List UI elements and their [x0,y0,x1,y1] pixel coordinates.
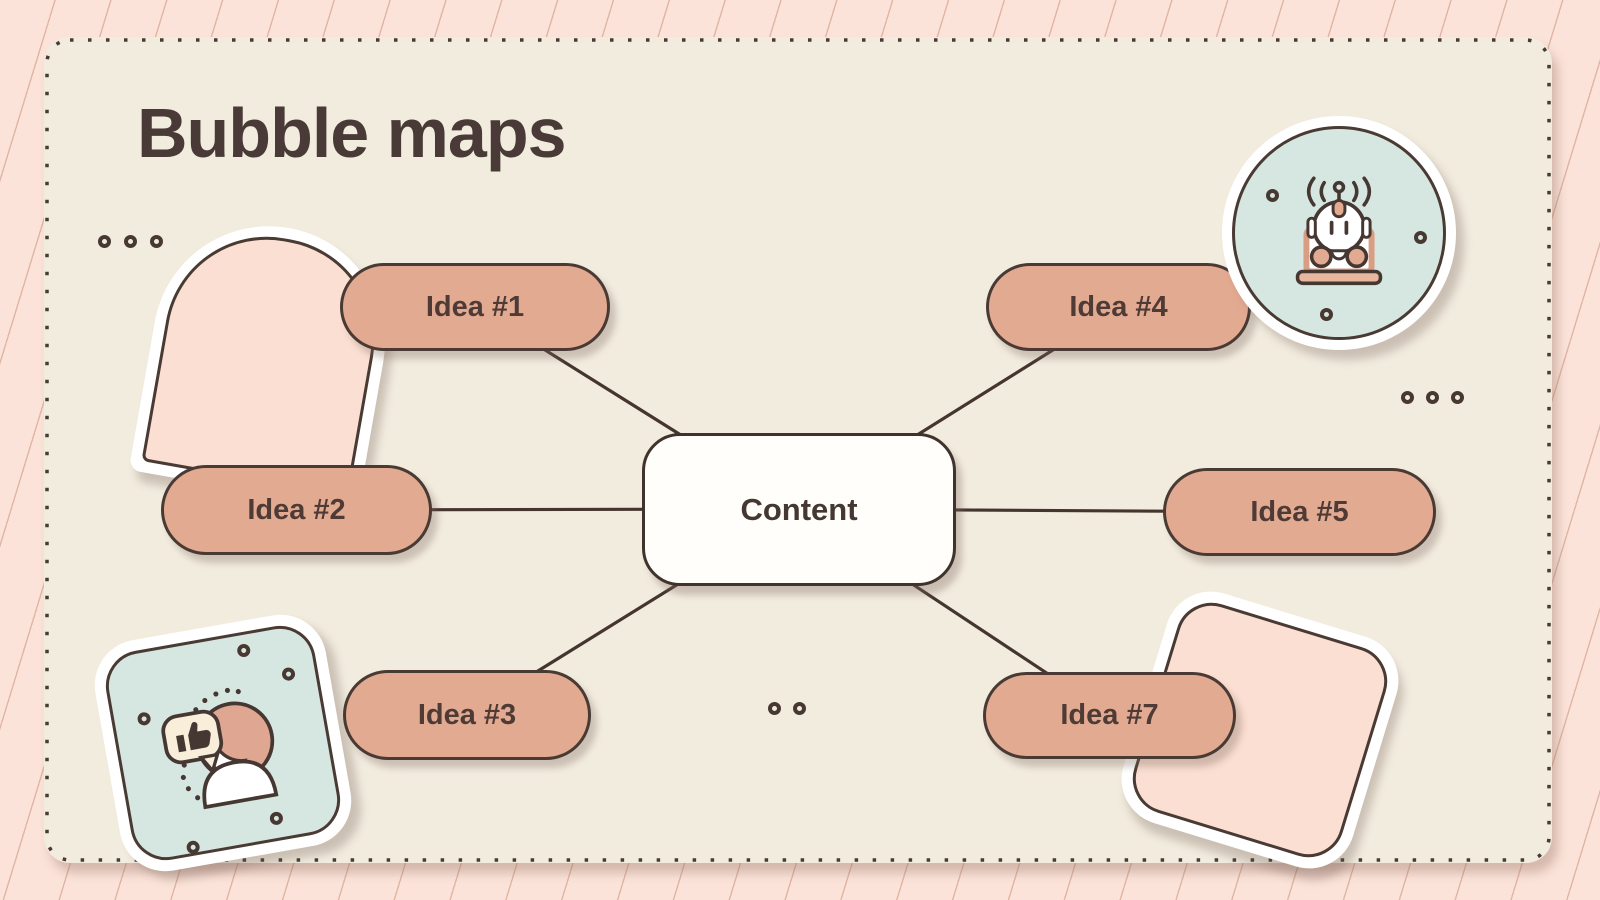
center-node-label: Content [740,491,858,527]
dot-decoration [1426,391,1439,404]
idea-node-1-label: Idea #1 [425,290,525,323]
robot-laptop-sticker [1222,116,1456,350]
robot-laptop-icon [1295,176,1383,286]
dot-decoration [98,235,111,248]
idea-node-2: Idea #2 [161,465,432,555]
dot-decoration [124,235,137,248]
dot-decoration [793,702,806,715]
dot-decoration [1320,307,1334,321]
idea-node-1: Idea #1 [340,263,610,351]
idea-node-5: Idea #5 [1163,468,1436,556]
dot-decoration [1266,188,1280,202]
idea-node-7: Idea #7 [983,672,1236,759]
page-title: Bubble maps [137,94,567,172]
idea-node-5-label: Idea #5 [1250,495,1349,528]
person-thumbs-up-sticker [87,607,359,879]
idea-node-7-label: Idea #7 [1060,699,1159,731]
dot-decoration [1413,230,1427,244]
dot-decoration [150,235,163,248]
center-node: Content [642,433,956,586]
dot-decoration [1451,391,1464,404]
idea-node-2-label: Idea #2 [247,493,346,526]
dot-decoration [768,702,781,715]
idea-node-4: Idea #4 [986,263,1251,351]
idea-node-3-label: Idea #3 [417,698,517,731]
idea-node-3: Idea #3 [343,670,591,760]
dot-decoration [1401,391,1414,404]
person-thumbs-up-icon [161,687,279,810]
idea-node-4-label: Idea #4 [1069,290,1168,323]
